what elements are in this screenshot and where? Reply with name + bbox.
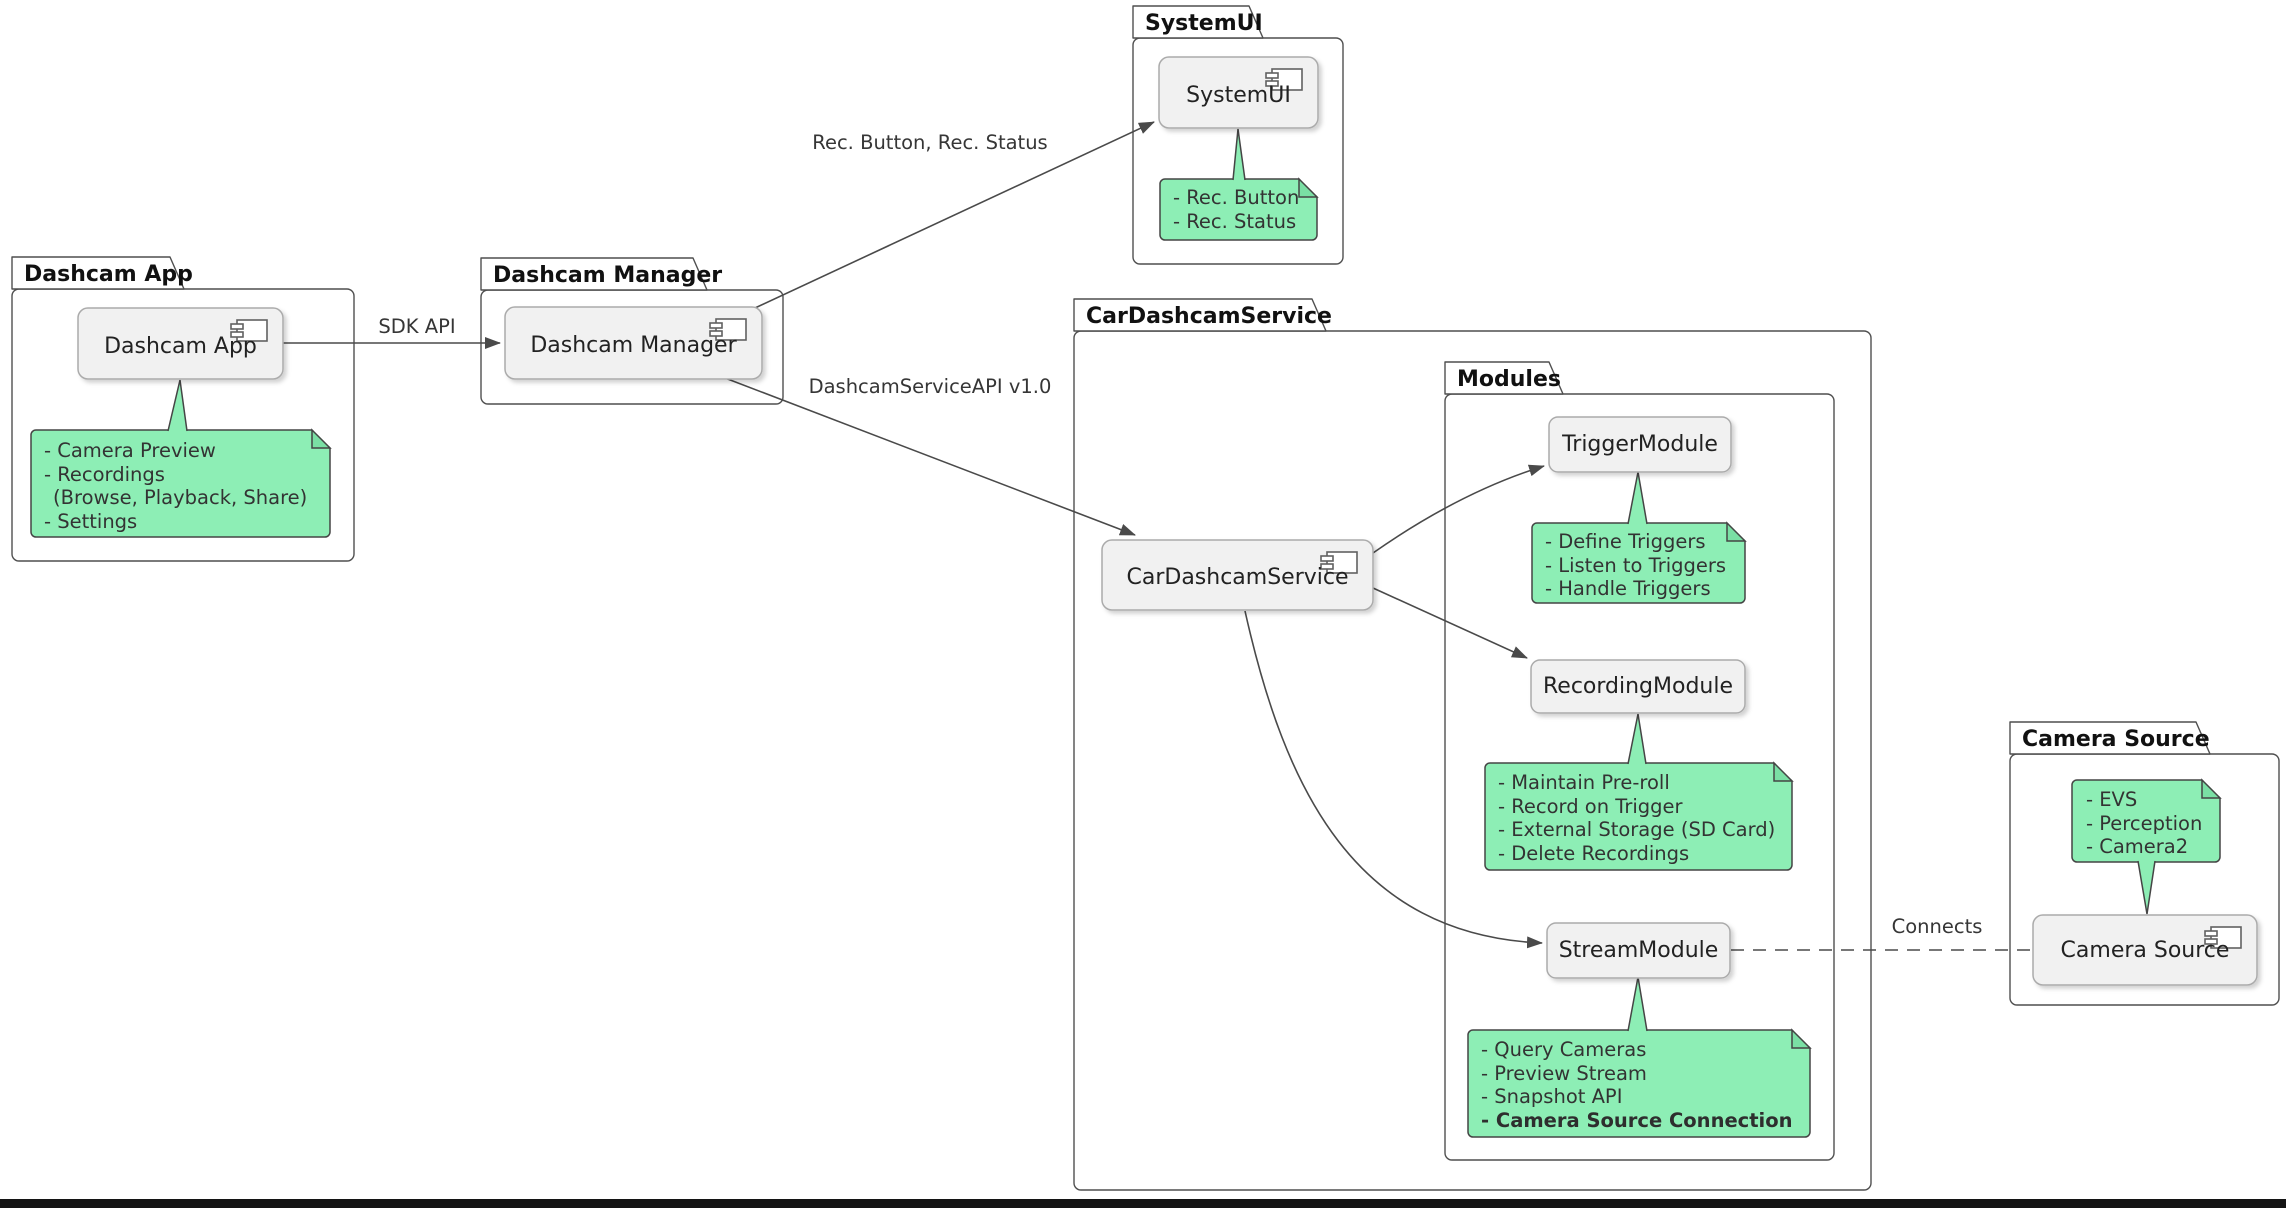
- component-label-stream-module: StreamModule: [1558, 938, 1719, 963]
- note-recording-module: [1484, 713, 1794, 871]
- note-tail: [1627, 713, 1647, 765]
- note-text-systemui: - Rec. Button - Rec. Status: [1173, 186, 1299, 233]
- note-line: - External Storage (SD Card): [1498, 818, 1776, 841]
- component-car-dashcam-service: [1101, 539, 1374, 611]
- note-tail: [2137, 860, 2156, 915]
- package-tab: [2009, 721, 2211, 755]
- note-line: - Delete Recordings: [1498, 841, 1690, 865]
- package-tab: [11, 256, 185, 290]
- note-fold-flap: [1791, 1028, 1812, 1049]
- package-tab: [1444, 361, 1564, 395]
- note-line: - EVS: [2086, 788, 2138, 811]
- component-icon: [1265, 68, 1303, 91]
- note-line: - Recordings: [44, 462, 165, 486]
- component-stream-module: [1546, 922, 1731, 979]
- note-line: - Camera Preview: [44, 439, 216, 462]
- package-tab: [1073, 298, 1327, 332]
- component-label-car-dashcam-service: CarDashcamService: [1126, 565, 1349, 590]
- package-tab: [1132, 5, 1264, 39]
- note-line: - Handle Triggers: [1545, 577, 1711, 600]
- note-fold-flap: [311, 428, 332, 449]
- edge-label-rec-button-status: Rec. Button, Rec. Status: [812, 131, 1048, 154]
- component-recording-module: [1530, 659, 1746, 714]
- note-fold-flap: [1726, 521, 1747, 542]
- note-line: - Snapshot API: [1481, 1085, 1623, 1108]
- edge-cds-to-trigger-module: [1372, 464, 1545, 554]
- edge-label-sdk-api: SDK API: [378, 315, 456, 338]
- note-line: - Query Cameras: [1481, 1038, 1647, 1061]
- edge-rec-button-status: [754, 121, 1155, 309]
- note-fold-flap: [1773, 761, 1794, 782]
- edge-cds-to-recording-module: [1372, 587, 1528, 659]
- note-text-camera-source: - EVS - Perception - Camera2: [2086, 788, 2202, 859]
- note-systemui: [1159, 128, 1319, 241]
- component-icon: [1320, 551, 1358, 574]
- package-title-systemui: SystemUI: [1145, 11, 1263, 36]
- component-label-camera-source: Camera Source: [2060, 938, 2230, 963]
- note-text-stream-module: - Query Cameras - Preview Stream - Snaps…: [1481, 1038, 1793, 1132]
- component-label-trigger-module: TriggerModule: [1562, 432, 1718, 457]
- component-label-recording-module: RecordingModule: [1542, 674, 1734, 699]
- component-icon: [709, 318, 747, 341]
- component-camera-source: [2032, 914, 2258, 986]
- component-dashcam-manager: [504, 306, 763, 380]
- note-text-trigger-module: - Define Triggers - Listen to Triggers -…: [1545, 530, 1726, 601]
- note-text-dashcam-app: - Camera Preview - Recordings (Browse, P…: [44, 439, 307, 533]
- package-title-camera-source: Camera Source: [2022, 727, 2210, 752]
- note-line: - Settings: [44, 509, 138, 533]
- note-line: - Camera Source Connection: [1481, 1108, 1793, 1132]
- component-label-dashcam-manager: Dashcam Manager: [530, 333, 737, 358]
- component-label-dashcam-app: Dashcam App: [104, 333, 257, 359]
- note-dashcam-app: [30, 379, 332, 538]
- edge-cds-to-stream-module: [1244, 610, 1543, 949]
- package-title-car-dashcam-service: CarDashcamService: [1086, 304, 1332, 329]
- note-text-recording-module: - Maintain Pre-roll - Record on Trigger …: [1498, 771, 1775, 865]
- edge-label-dashcam-service-api: DashcamServiceAPI v1.0: [808, 375, 1052, 398]
- component-icon: [2204, 926, 2242, 949]
- note-camera-source: [2071, 778, 2222, 915]
- note-line: - Listen to Triggers: [1545, 553, 1727, 577]
- package-title-modules: Modules: [1457, 367, 1561, 392]
- note-tail: [1232, 128, 1246, 181]
- bottom-bar: [0, 1199, 2286, 1208]
- component-trigger-module: [1548, 416, 1732, 473]
- package-title-dashcam-manager: Dashcam Manager: [493, 263, 723, 288]
- note-trigger-module: [1531, 471, 1747, 604]
- package-tab: [480, 257, 708, 291]
- component-icon: [230, 319, 268, 342]
- note-line: - Maintain Pre-roll: [1498, 771, 1670, 794]
- note-line: - Camera2: [2086, 835, 2189, 858]
- note-line: (Browse, Playback, Share): [53, 486, 308, 509]
- edge-label-connects: Connects: [1891, 915, 1983, 938]
- note-fold-flap: [1298, 177, 1319, 198]
- component-label-systemui: SystemUI: [1186, 82, 1291, 108]
- note-line: - Perception: [2086, 811, 2203, 835]
- note-line: - Rec. Status: [1173, 209, 1297, 233]
- note-line: - Record on Trigger: [1498, 794, 1683, 818]
- note-line: - Rec. Button: [1173, 186, 1300, 209]
- note-tail: [167, 379, 188, 432]
- edge-dashcam-service-api: [724, 377, 1136, 536]
- note-fold-flap: [2201, 778, 2222, 799]
- package-title-dashcam-app: Dashcam App: [24, 262, 193, 287]
- note-line: - Define Triggers: [1545, 530, 1706, 553]
- note-line: - Preview Stream: [1481, 1061, 1647, 1085]
